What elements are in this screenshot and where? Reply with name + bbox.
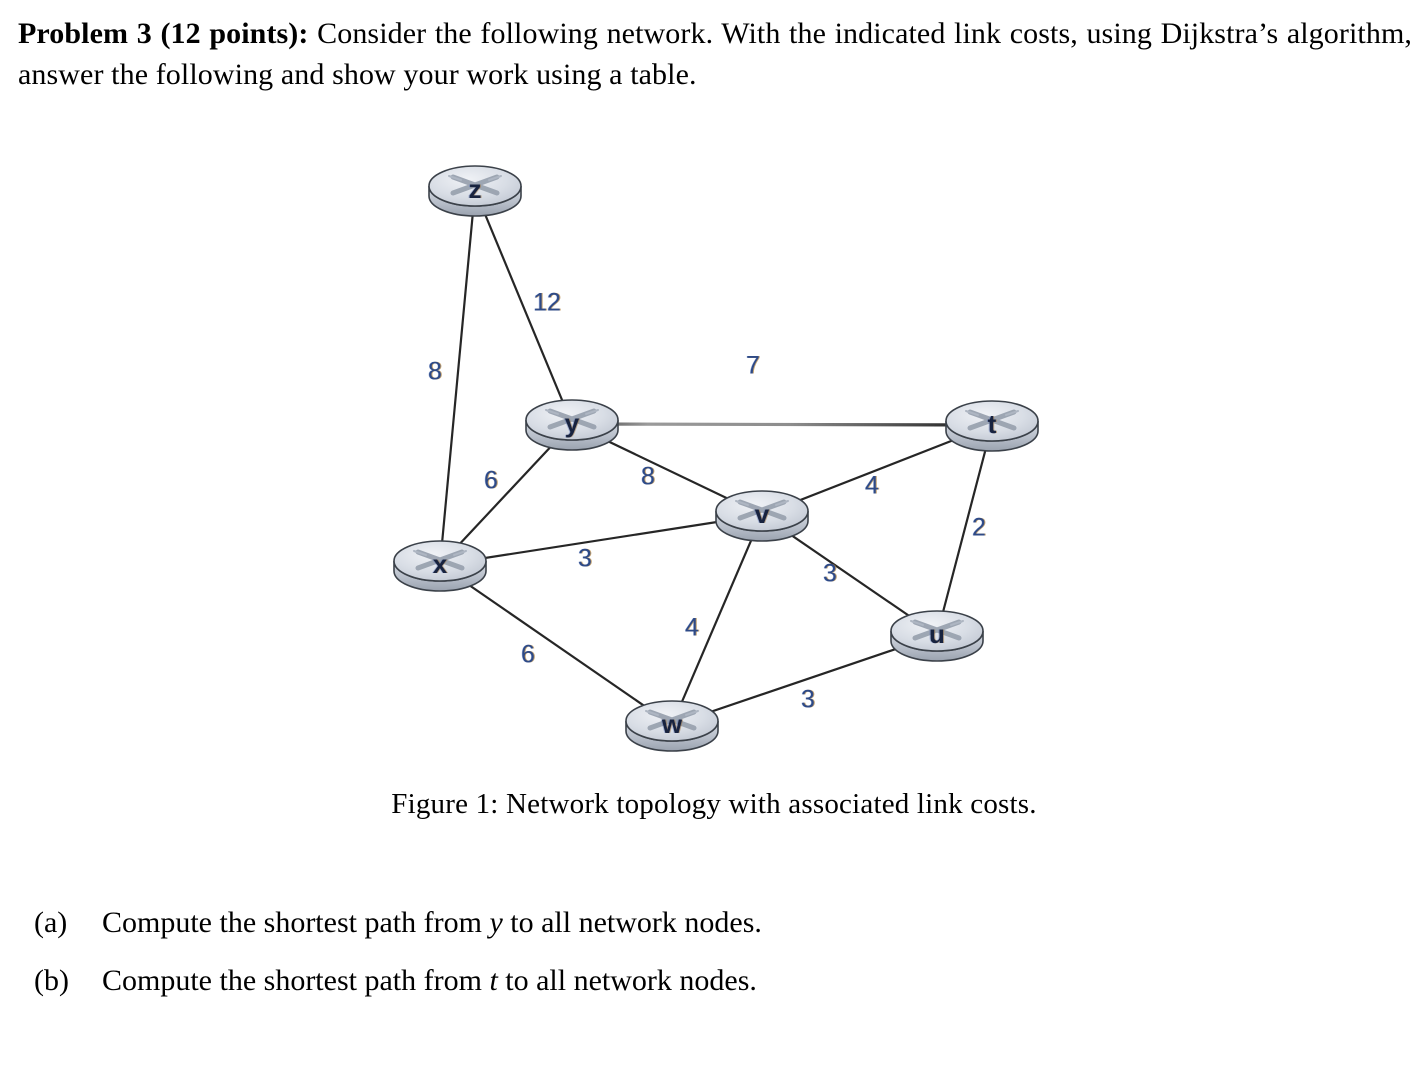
- router-icon: [625, 700, 719, 752]
- question-a-text: Compute the shortest path from y to all …: [102, 908, 1394, 938]
- question-a-pre: Compute the shortest path from: [102, 906, 490, 939]
- edge-weight-y-v: 8: [641, 462, 655, 491]
- edge-weight-y-x: 6: [484, 466, 498, 495]
- question-b-pre: Compute the shortest path from: [102, 964, 490, 997]
- edge-weight-z-y: 12: [533, 288, 561, 317]
- router-node-u: u: [889, 607, 985, 663]
- router-icon: [890, 610, 984, 662]
- edge-z-x: [438, 189, 477, 566]
- edge-weight-w-u: 3: [801, 685, 815, 714]
- question-b-source-node: t: [489, 964, 498, 997]
- problem-heading: Problem 3 (12 points):: [18, 17, 309, 50]
- edge-x-v: [439, 513, 763, 567]
- router-node-z: z: [427, 162, 523, 218]
- router-node-y: y: [524, 396, 620, 452]
- router-icon: [428, 165, 522, 217]
- edge-layer: [438, 189, 994, 727]
- router-icon: [525, 399, 619, 451]
- question-b: (b) Compute the shortest path from t to …: [34, 966, 1394, 996]
- edge-weight-x-v: 3: [578, 544, 592, 573]
- router-node-w: w: [624, 697, 720, 753]
- question-b-text: Compute the shortest path from t to all …: [102, 966, 1394, 996]
- edge-t-u: [935, 424, 994, 636]
- question-a: (a) Compute the shortest path from y to …: [34, 908, 1394, 938]
- edge-z-y: [473, 189, 574, 425]
- network-topology-diagram: z y t v x u w 8 12 7 6 8 3 6 4 3 4 2 3: [0, 108, 1428, 788]
- figure-caption: Figure 1: Network topology with associat…: [391, 788, 1037, 820]
- question-b-post: to all network nodes.: [497, 964, 757, 997]
- edge-weight-t-u: 2: [972, 513, 986, 542]
- edge-weight-v-w: 4: [685, 613, 699, 642]
- question-a-marker: (a): [34, 906, 68, 939]
- question-a-source-node: y: [489, 906, 503, 939]
- edge-v-w: [670, 514, 764, 726]
- router-icon: [393, 540, 487, 592]
- edge-weight-z-x: 8: [428, 357, 442, 386]
- router-node-x: x: [392, 537, 488, 593]
- router-node-v: v: [714, 487, 810, 543]
- edge-y-t: [571, 422, 993, 427]
- edge-x-w: [439, 564, 673, 726]
- edge-weight-y-t: 7: [746, 351, 760, 380]
- router-icon: [715, 490, 809, 542]
- figure-1: z y t v x u w 8 12 7 6 8 3 6 4 3 4 2 3 Figure 1: Network …: [0, 108, 1428, 848]
- problem-body: Consider the following network. With the…: [18, 17, 1412, 91]
- router-icon: [945, 400, 1039, 452]
- edge-weight-v-t: 4: [865, 471, 879, 500]
- edge-weight-x-w: 6: [521, 640, 535, 669]
- problem-statement: Problem 3 (12 points): Consider the foll…: [18, 14, 1412, 96]
- edge-weight-v-u: 3: [823, 559, 837, 588]
- router-node-t: t: [944, 397, 1040, 453]
- question-list: (a) Compute the shortest path from y to …: [34, 908, 1394, 1024]
- edge-w-u: [671, 633, 938, 727]
- question-b-marker: (b): [34, 964, 69, 997]
- question-a-post: to all network nodes.: [502, 906, 762, 939]
